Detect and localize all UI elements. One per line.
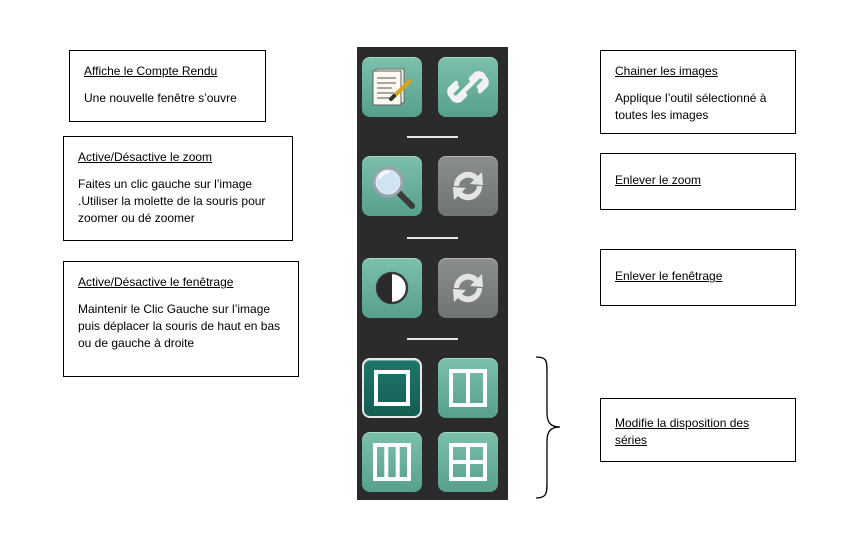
layout-1x1-icon (374, 370, 410, 406)
annotation-report: Affiche le Compte Rendu Une nouvelle fen… (69, 50, 266, 122)
toolbar (357, 47, 508, 500)
windowing-button[interactable] (362, 258, 422, 318)
annotation-reset-window-title: Enlever le fenêtrage (615, 269, 723, 283)
layout-3-columns-button[interactable] (362, 432, 422, 492)
annotation-windowing-title: Active/Désactive le fenêtrage (78, 275, 234, 289)
reset-zoom-icon (453, 171, 483, 201)
zoom-button[interactable] (362, 156, 422, 216)
annotation-windowing: Active/Désactive le fenêtrage Maintenir … (63, 261, 299, 377)
reset-windowing-button[interactable] (438, 258, 498, 318)
annotation-reset-window: Enlever le fenêtrage (600, 249, 796, 306)
separator (407, 338, 458, 340)
annotation-chain-title: Chainer les images (615, 64, 718, 78)
report-icon (372, 68, 412, 106)
annotation-zoom-title: Active/Désactive le zoom (78, 150, 213, 164)
report-button[interactable] (362, 57, 422, 117)
annotation-windowing-desc: Maintenir le Clic Gauche sur l’image pui… (78, 302, 281, 350)
reset-zoom-button[interactable] (438, 156, 498, 216)
annotation-report-title: Affiche le Compte Rendu (84, 64, 218, 78)
annotation-report-desc: Une nouvelle fenêtre s’ouvre (84, 91, 237, 105)
separator (407, 136, 458, 138)
chain-link-icon (447, 71, 489, 103)
annotation-reset-zoom: Enlever le zoom (600, 153, 796, 210)
brace-icon (535, 356, 561, 499)
layout-2x2-icon (449, 443, 487, 481)
annotation-chain-desc: Applique l’outil sélectionné à toutes le… (615, 91, 767, 122)
contrast-icon (375, 271, 409, 305)
annotation-chain: Chainer les images Applique l’outil séle… (600, 50, 796, 134)
annotation-zoom: Active/Désactive le zoom Faites un clic … (63, 136, 293, 241)
chain-images-button[interactable] (438, 57, 498, 117)
layout-1x1-button[interactable] (362, 358, 422, 418)
layout-3-columns-icon (373, 443, 411, 481)
separator (407, 237, 458, 239)
magnifier-icon (372, 166, 415, 209)
annotation-layout-title: Modifie la disposition des séries (615, 416, 750, 447)
annotation-zoom-desc: Faites un clic gauche sur l’image .Utili… (78, 177, 266, 225)
annotation-layout: Modifie la disposition des séries (600, 398, 796, 462)
layout-2x2-button[interactable] (438, 432, 498, 492)
layout-2-columns-button[interactable] (438, 358, 498, 418)
annotation-reset-zoom-title: Enlever le zoom (615, 173, 702, 187)
reset-window-icon (453, 273, 483, 303)
layout-2-columns-icon (449, 369, 487, 407)
